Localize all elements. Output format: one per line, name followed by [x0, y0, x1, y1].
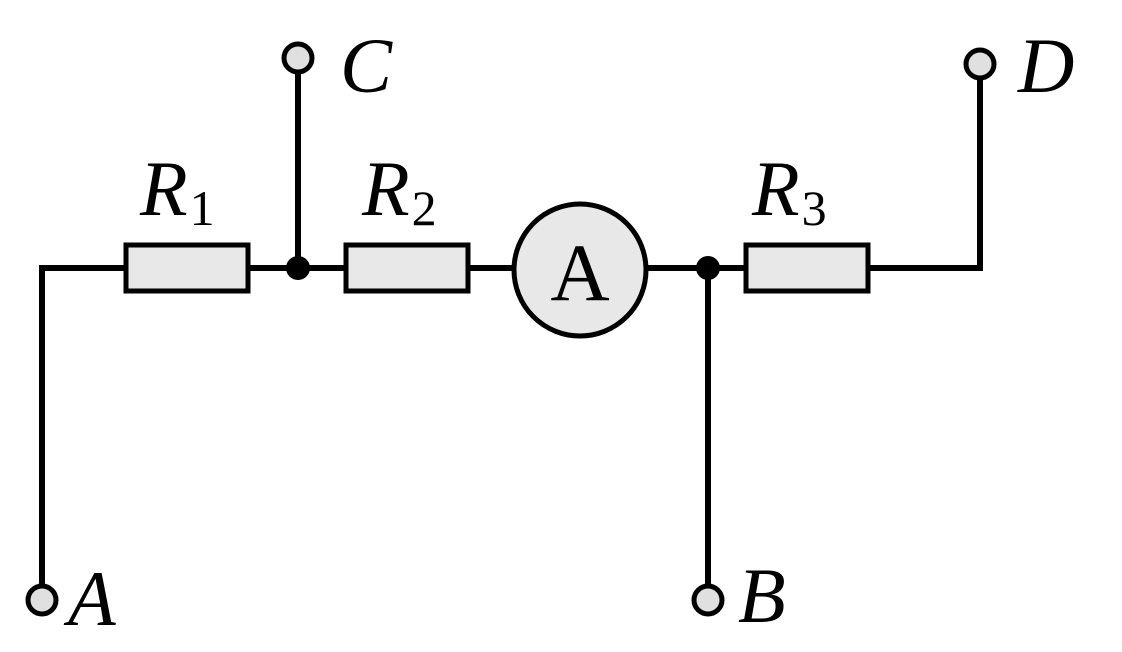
resistor-r2 [343, 242, 471, 294]
label-r3-index: 3 [802, 180, 827, 236]
label-terminal-b: B [738, 552, 786, 639]
wire-r3-to-d [865, 75, 983, 271]
label-r2: R2 [361, 145, 437, 236]
label-r1: R1 [139, 145, 215, 236]
ammeter-circle [511, 201, 649, 339]
resistor-r3 [743, 242, 871, 294]
terminal-a [25, 583, 59, 617]
wire-a-to-r1 [39, 265, 129, 588]
terminal-b [691, 583, 725, 617]
label-terminal-d: D [1017, 22, 1074, 109]
ammeter-symbol: A [550, 227, 609, 318]
resistor-r1 [123, 242, 251, 294]
label-r3: R3 [751, 145, 827, 236]
label-r2-letter: R [361, 145, 410, 232]
junction-dot-right [696, 256, 720, 280]
terminal-c [281, 41, 315, 75]
label-r1-index: 1 [190, 180, 215, 236]
label-terminal-a: A [63, 555, 116, 642]
label-r3-letter: R [751, 145, 800, 232]
terminal-d [963, 47, 997, 81]
junction-dot-left [286, 256, 310, 280]
label-terminal-c: C [340, 22, 393, 109]
ammeter: A [511, 201, 649, 339]
label-r2-index: 2 [412, 180, 437, 236]
label-r1-letter: R [139, 145, 188, 232]
